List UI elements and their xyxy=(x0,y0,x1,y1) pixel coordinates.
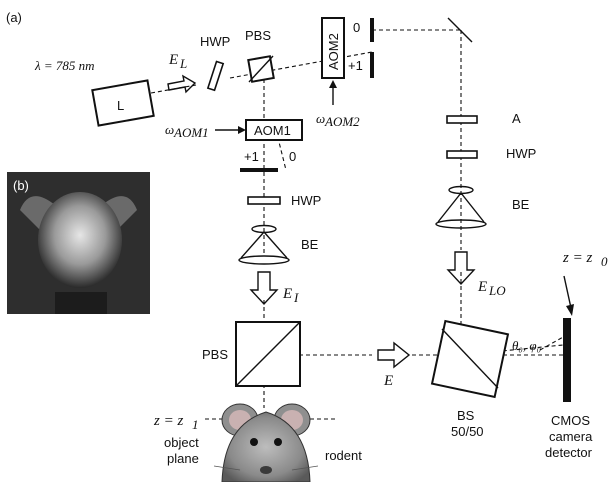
pbs-top-diagonal xyxy=(248,55,274,83)
attenuator-label: A xyxy=(512,111,521,126)
omega-aom1: ω xyxy=(165,122,174,137)
be-right-cone-l xyxy=(437,192,462,223)
panel-b-label: (b) xyxy=(13,178,29,193)
z0-pointer xyxy=(563,275,572,309)
beamsplitter-diagonal xyxy=(441,328,499,389)
field-ei-arrow xyxy=(249,271,279,306)
field-el-sub: L xyxy=(179,56,187,71)
cmos-label-1: CMOS xyxy=(551,413,590,428)
beam-expander-left xyxy=(238,224,290,265)
aom2-label: AOM2 xyxy=(326,33,341,70)
cmos-label-2: camera xyxy=(549,429,593,444)
z1-label: z = z xyxy=(153,413,183,429)
aom1-order-zero: 0 xyxy=(289,149,296,164)
bs-label-2: 50/50 xyxy=(451,424,484,439)
pbs-bottom-diagonal xyxy=(235,321,301,387)
z0-arrowhead xyxy=(566,304,574,316)
rodent-eye-right xyxy=(274,438,282,446)
be-left-cone-l xyxy=(240,231,265,259)
hwp-top-label: HWP xyxy=(200,34,230,49)
rodent-eye-left xyxy=(250,438,258,446)
aom1-label: AOM1 xyxy=(254,123,291,138)
mirror-top-right xyxy=(447,17,473,43)
hwp-top xyxy=(206,60,225,92)
photo-brain-window xyxy=(38,192,122,288)
beam-angle-mark xyxy=(539,335,566,351)
field-e-arrow xyxy=(377,341,411,369)
panel-b-photo: (b) xyxy=(7,172,150,314)
angles-label: θ₀, φ₀ xyxy=(512,338,541,353)
rodent-illustration xyxy=(213,403,319,482)
cmos-detector xyxy=(563,318,571,402)
z0-sub: 0 xyxy=(601,254,608,269)
field-elo-sub: LO xyxy=(488,283,506,298)
be-right-label: BE xyxy=(512,197,530,212)
field-elo-label: E xyxy=(477,279,487,295)
aom2-order-plus1: +1 xyxy=(348,58,363,73)
field-ei-sub: I xyxy=(293,290,299,305)
attenuator xyxy=(446,115,478,124)
aom2-box xyxy=(321,17,345,79)
pbs-top-label: PBS xyxy=(245,28,271,43)
field-el-label: E xyxy=(168,52,178,68)
be-left-lens-large xyxy=(238,255,290,265)
be-right-lens-large xyxy=(435,219,487,229)
omega-aom2: ω xyxy=(316,111,325,126)
be-left-cone-r xyxy=(263,231,288,259)
hwp-left xyxy=(247,196,281,205)
field-el-arrow xyxy=(167,74,197,94)
z1-sub: 1 xyxy=(192,417,199,432)
cmos-label-3: detector xyxy=(545,445,593,460)
be-right-cone-r xyxy=(460,192,485,223)
rodent-nose xyxy=(260,466,272,474)
omega-aom2-sub: AOM2 xyxy=(324,114,360,129)
object-plane-label-2: plane xyxy=(167,451,199,466)
field-e-label: E xyxy=(383,373,393,389)
z0-label: z = z xyxy=(562,250,592,266)
field-elo-arrow xyxy=(446,251,476,286)
aom2-arrowhead xyxy=(329,80,337,88)
be-left-label: BE xyxy=(301,237,319,252)
rodent-label: rodent xyxy=(325,448,362,463)
wavelength-label: λ = 785 nm xyxy=(34,58,95,73)
hwp-left-label: HWP xyxy=(291,193,321,208)
aom1-arrowhead xyxy=(238,126,246,134)
hwp-right-label: HWP xyxy=(506,146,536,161)
omega-aom1-sub: AOM1 xyxy=(173,125,209,140)
object-plane-label-1: object xyxy=(164,435,199,450)
photo-holder xyxy=(55,292,107,314)
rodent-head xyxy=(221,411,311,482)
panel-a-label: (a) xyxy=(6,10,22,25)
field-ei-label: E xyxy=(282,286,292,302)
rodent-whisker xyxy=(213,465,241,471)
rodent-whisker xyxy=(291,465,319,471)
bs-label-1: BS xyxy=(457,408,475,423)
hwp-right xyxy=(446,150,478,159)
laser-label: L xyxy=(117,98,124,113)
aom2-order-zero: 0 xyxy=(353,20,360,35)
laser-box xyxy=(91,79,155,127)
beam-expander-right xyxy=(435,185,487,229)
pbs-bottom-label: PBS xyxy=(202,347,228,362)
aom1-order-plus1: +1 xyxy=(244,149,259,164)
